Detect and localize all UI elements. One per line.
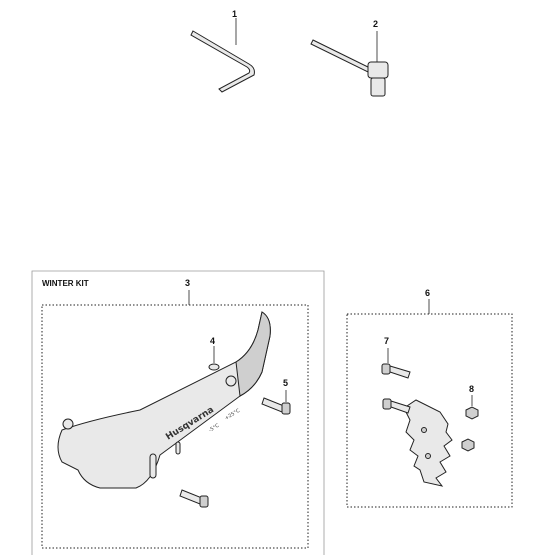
part-4-o-ring[interactable] bbox=[208, 346, 220, 371]
part-3-group-box bbox=[41, 304, 309, 549]
part-3-winter-cover-plate[interactable]: Husqvarna -5°C +25°C bbox=[57, 311, 271, 489]
part-5-screw-lower[interactable] bbox=[179, 489, 209, 508]
part-8-nut[interactable] bbox=[461, 395, 479, 452]
callout-6: 6 bbox=[425, 288, 430, 298]
callout-1: 1 bbox=[232, 9, 237, 19]
part-6-spike-bumper[interactable] bbox=[403, 399, 453, 487]
callout-3: 3 bbox=[185, 278, 190, 288]
part-5-screw[interactable] bbox=[261, 390, 291, 415]
callout-5: 5 bbox=[283, 378, 288, 388]
winter-kit-frame bbox=[31, 270, 325, 555]
cover-temp-cold-label: -5°C bbox=[208, 423, 221, 434]
part-7-screw[interactable] bbox=[381, 348, 411, 414]
part-6-group-box bbox=[346, 313, 513, 508]
winter-kit-title: WINTER KIT bbox=[42, 279, 89, 288]
callout-8: 8 bbox=[469, 384, 474, 394]
part-2-combination-wrench[interactable] bbox=[310, 31, 389, 97]
callout-4: 4 bbox=[210, 336, 215, 346]
callout-7: 7 bbox=[384, 336, 389, 346]
cover-temp-warm-label: +25°C bbox=[224, 408, 242, 422]
part-1-hex-key[interactable] bbox=[190, 18, 255, 93]
callout-2: 2 bbox=[373, 19, 378, 29]
